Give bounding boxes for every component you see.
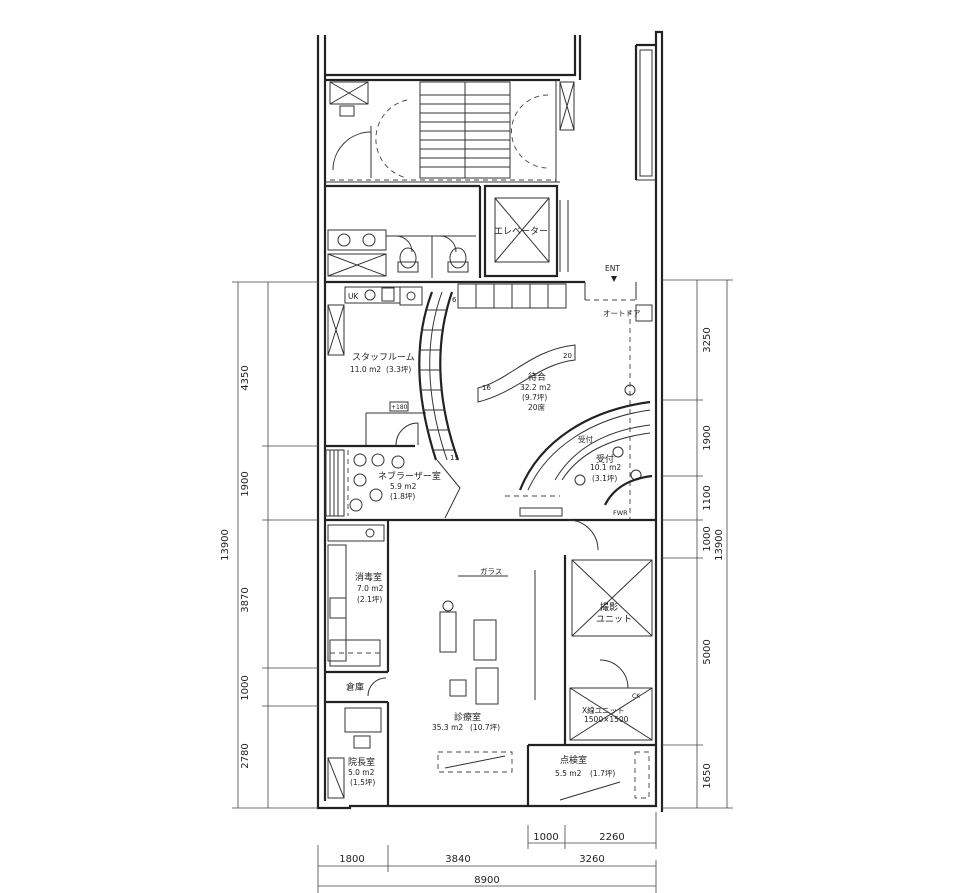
elevator-label: エレベーター — [494, 226, 548, 237]
nebulizer-room: ネブラーザー室 5.9 m2 (1.8坪) — [325, 449, 441, 517]
left-dim-total: 13900 — [220, 529, 231, 561]
nebulizer-name: ネブラーザー室 — [378, 470, 441, 482]
left-dim-5: 2780 — [240, 743, 251, 768]
xray-unit-name: X線ユニット — [582, 705, 625, 715]
waiting-room-tsubo: (9.7坪) — [522, 393, 547, 402]
exam-room: ガラス 診療室 35.3 m2 (10.7坪) — [432, 566, 536, 806]
bench-number-20: 20 — [563, 352, 572, 360]
bench-number-16: 16 — [482, 384, 491, 392]
left-dim-1: 4350 — [240, 365, 251, 390]
storage-room: 倉庫 — [325, 677, 388, 704]
stair-number: 6 — [452, 296, 457, 304]
reception-area: 10.1 m2 — [590, 463, 621, 472]
uk-label: UK — [348, 292, 359, 301]
sterilization-room: 消毒室 7.0 m2 (2.1坪) — [325, 520, 390, 674]
bottom-dim-top-2: 2260 — [599, 832, 624, 843]
exam-area: 35.3 m2 — [432, 723, 463, 732]
glass-label: ガラス — [480, 566, 502, 576]
left-dim-3: 3870 — [240, 587, 251, 612]
nebulizer-area: 5.9 m2 — [390, 482, 417, 491]
exterior-walls — [316, 30, 664, 812]
ct-unit-name: 撮影 — [600, 601, 618, 613]
ck-label: CK — [632, 693, 641, 700]
stair-core — [325, 49, 653, 183]
staff-room-area: 11.0 m2 — [350, 365, 381, 374]
waiting-room-seats: 20席 — [528, 402, 546, 412]
director-area: 5.0 m2 — [348, 768, 375, 777]
director-tsubo: (1.5坪) — [350, 778, 375, 787]
staff-room-name: スタッフルーム — [352, 352, 415, 363]
staff-room: UK スタッフルーム 11.0 m2 (3.3坪) +180 — [325, 286, 426, 448]
tech-area: 5.5 m2 — [555, 769, 582, 778]
counter-number: 15 — [450, 454, 459, 462]
bottom-dim-total: 8900 — [474, 875, 499, 886]
bottom-dim-mid-1: 1800 — [339, 854, 364, 865]
top-cabinets — [457, 283, 567, 309]
exam-tsubo: (10.7坪) — [470, 723, 500, 732]
sterilization-area: 7.0 m2 — [357, 584, 384, 593]
left-dim-2: 1900 — [240, 471, 251, 496]
bottom-dim-mid-3: 3260 — [579, 854, 604, 865]
storage-name: 倉庫 — [346, 681, 364, 693]
waiting-room-name: 待合 — [528, 371, 546, 383]
right-dim-total: 13900 — [714, 529, 725, 561]
left-dim-4: 1000 — [240, 675, 251, 700]
waiting-room-area: 32.2 m2 — [520, 383, 551, 392]
ent-label: ENT — [605, 264, 620, 273]
sterilization-name: 消毒室 — [355, 571, 382, 583]
right-dim-3: 1100 — [702, 485, 713, 510]
left-dimensions: 4350 1900 3870 1000 2780 13900 — [220, 281, 318, 809]
stair-treads — [419, 81, 511, 179]
elevator: エレベーター — [483, 184, 569, 278]
fwr-label: FWR — [613, 509, 628, 517]
curved-partition: 6 15 — [418, 291, 461, 519]
tech-room: 点検室 5.5 m2 (1.7坪) — [555, 751, 650, 801]
nebulizer-tsubo: (1.8坪) — [390, 492, 415, 501]
auto-door-label: オートドア — [603, 309, 641, 318]
reception: 受付 10.1 m2 (3.1坪) 受付 FWR — [505, 304, 653, 517]
imaging-units: 撮影 ユニット X線ユニット 1500×1500 CK — [528, 519, 656, 747]
bottom-dim-top-1: 1000 — [533, 832, 558, 843]
right-dim-4: 1000 — [702, 526, 713, 551]
tech-name: 点検室 — [560, 754, 587, 766]
sterilization-tsubo: (2.1坪) — [357, 595, 382, 604]
waiting-room: 16 20 待合 32.2 m2 (9.7坪) 20席 — [477, 310, 631, 520]
xray-unit-size: 1500×1500 — [584, 715, 629, 724]
director-name: 院長室 — [348, 756, 375, 768]
director-room: 院長室 5.0 m2 (1.5坪) — [327, 702, 390, 806]
opening-label: +180 — [391, 404, 408, 411]
right-dimensions: 3250 1900 1100 1000 5000 1650 13900 — [662, 279, 733, 809]
bottom-dim-mid-2: 3840 — [445, 854, 470, 865]
right-dim-5: 5000 — [702, 639, 713, 664]
right-dim-6: 1650 — [702, 763, 713, 788]
entrance-arrow-icon — [611, 276, 617, 282]
right-dim-1: 3250 — [702, 327, 713, 352]
staff-room-tsubo: (3.3坪) — [386, 365, 411, 374]
right-dim-2: 1900 — [702, 425, 713, 450]
bottom-dimensions: 1000 2260 1800 3840 3260 8900 — [317, 812, 657, 893]
tech-tsubo: (1.7坪) — [590, 769, 615, 778]
ct-unit-sub: ユニット — [596, 615, 632, 625]
reception-name: 受付 — [596, 453, 614, 465]
reception-counter-label: 受付 — [578, 434, 593, 444]
exam-name: 診療室 — [454, 711, 481, 723]
reception-tsubo: (3.1坪) — [592, 474, 617, 483]
entrance: ENT オートドア — [325, 264, 641, 318]
toilet-block — [325, 184, 482, 278]
